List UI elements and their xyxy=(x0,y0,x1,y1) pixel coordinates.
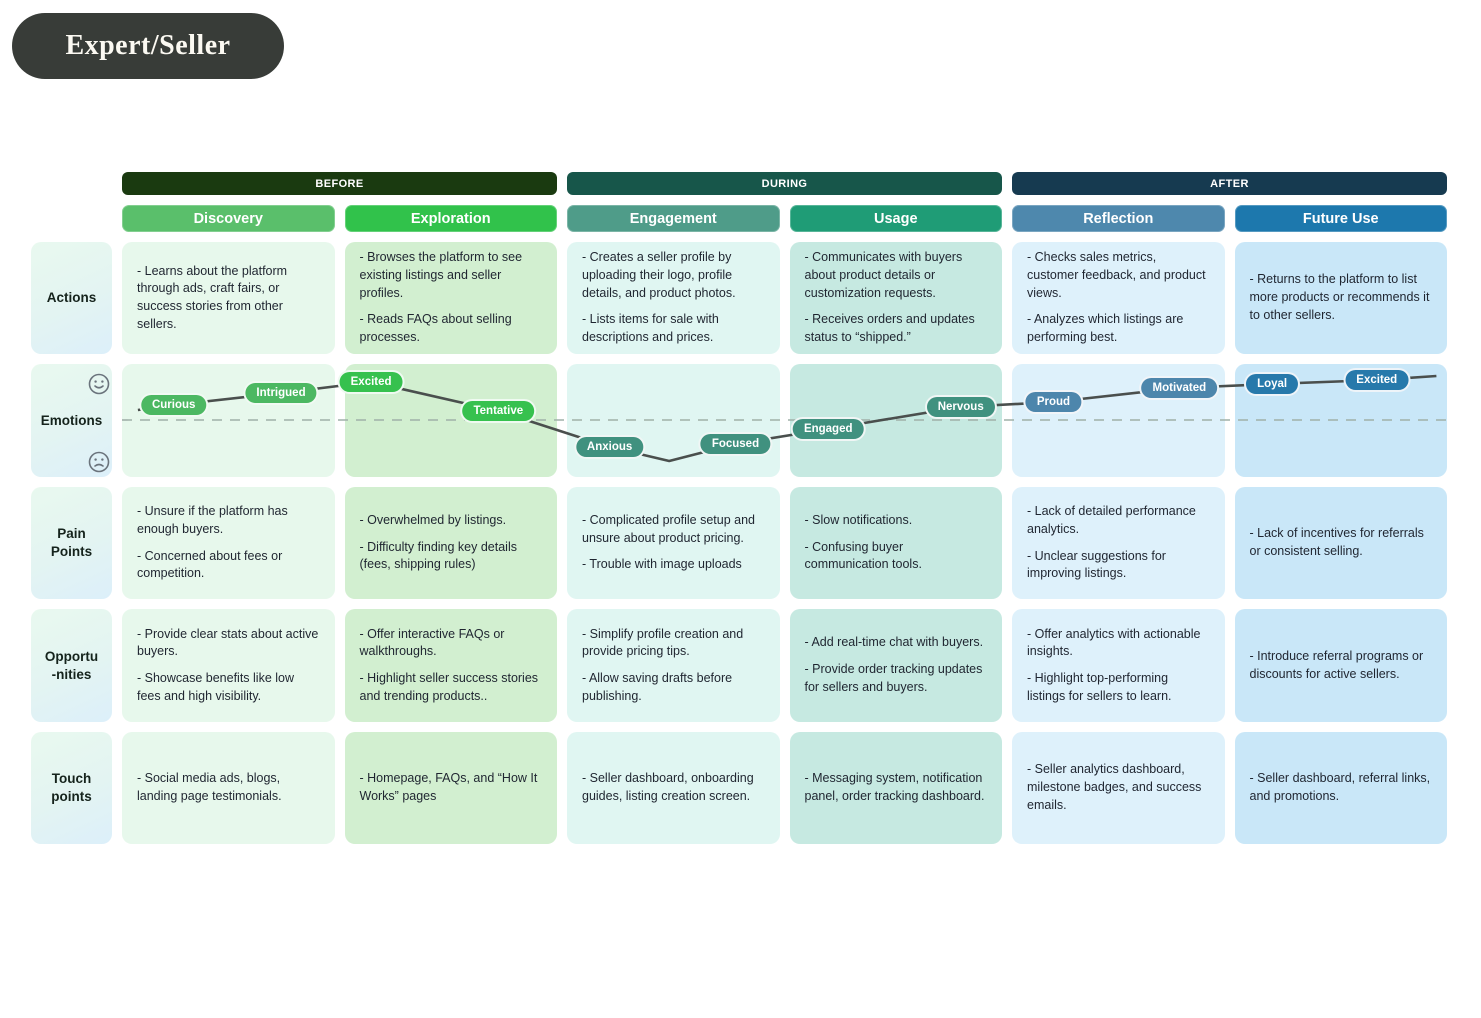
touch-discovery-cell: - Social media ads, blogs, landing page … xyxy=(122,732,335,844)
pain-engagement-cell: - Complicated profile setup and unsure a… xyxy=(567,487,780,599)
emotion-pill: Motivated xyxy=(1139,376,1220,400)
stage-reflection: Reflection xyxy=(1012,205,1225,232)
stage-discovery: Discovery xyxy=(122,205,335,232)
bullet-text: - Unsure if the platform has enough buye… xyxy=(137,504,288,536)
pain-reflection-cell: - Lack of detailed performance analytics… xyxy=(1012,487,1225,599)
bullet-text: - Social media ads, blogs, landing page … xyxy=(137,771,282,803)
emotion-pill: Engaged xyxy=(790,417,866,441)
bullet-text: - Returns to the platform to list more p… xyxy=(1249,272,1430,322)
persona-badge-label: Expert/Seller xyxy=(65,30,231,61)
bullet-text: - Messaging system, notification panel, … xyxy=(804,771,985,803)
emotion-pill: Proud xyxy=(1023,390,1084,414)
emotions-label: Emotions xyxy=(40,412,103,428)
phase-after: AFTER xyxy=(1012,172,1447,195)
phase-row-spacer xyxy=(31,172,112,195)
bullet-text: - Browses the platform to see existing l… xyxy=(359,250,523,300)
bullet-text: - Add real-time chat with buyers. xyxy=(804,635,984,650)
bullet-text: - Provide clear stats about active buyer… xyxy=(137,626,319,659)
bullet-text: - Difficulty finding key details (fees, … xyxy=(359,539,517,572)
bullet-text: - Unclear suggestions for improving list… xyxy=(1027,548,1166,581)
opportunities-future-use-cell: - Introduce referral programs or discoun… xyxy=(1234,609,1447,722)
emotion-pill: Excited xyxy=(337,370,405,394)
bullet-text: - Seller analytics dashboard, milestone … xyxy=(1027,762,1202,812)
bullet-text: - Lack of detailed performance analytics… xyxy=(1027,504,1196,536)
bullet-text: - Analyzes which listings are performing… xyxy=(1027,312,1184,345)
emotion-pill: Anxious xyxy=(573,435,646,459)
emotion-pill: Curious xyxy=(138,393,209,417)
row-label-pain-points: Pain Points xyxy=(31,487,112,599)
stage-row-spacer xyxy=(31,205,112,232)
pain-usage-cell: - Slow notifications. - Confusing buyer c… xyxy=(789,487,1002,599)
stage-engagement: Engagement xyxy=(567,205,780,232)
row-label-opportunities: Opportu -nities xyxy=(31,609,112,722)
sad-face-icon xyxy=(88,451,110,473)
bullet-text: - Offer interactive FAQs or walkthroughs… xyxy=(359,626,505,659)
stage-usage: Usage xyxy=(789,205,1002,232)
bullet-text: - Highlight top-performing listings for … xyxy=(1027,671,1172,703)
bullet-text: - Seller dashboard, onboarding guides, l… xyxy=(582,771,754,803)
phase-during: DURING xyxy=(567,172,1002,195)
touch-engagement-cell: - Seller dashboard, onboarding guides, l… xyxy=(567,732,780,844)
opportunities-usage-cell: - Add real-time chat with buyers. - Provi… xyxy=(789,609,1002,722)
touch-future-use-cell: - Seller dashboard, referral links, and … xyxy=(1234,732,1447,844)
bullet-text: - Creates a seller profile by uploading … xyxy=(582,250,736,300)
opportunities-engagement-cell: - Simplify profile creation and provide … xyxy=(567,609,780,722)
emotion-pill: Tentative xyxy=(460,399,537,423)
bullet-text: - Seller dashboard, referral links, and … xyxy=(1249,771,1431,803)
row-label-touch-points: Touch points xyxy=(31,732,112,844)
happy-face-icon xyxy=(88,373,110,395)
opportunities-exploration-cell: - Offer interactive FAQs or walkthroughs… xyxy=(344,609,557,722)
row-label-actions: Actions xyxy=(31,242,112,354)
opportunities-discovery-cell: - Provide clear stats about active buyer… xyxy=(122,609,335,722)
emotion-pill: Nervous xyxy=(924,395,997,419)
phase-before: BEFORE xyxy=(122,172,557,195)
touch-exploration-cell: - Homepage, FAQs, and “How It Works” pag… xyxy=(344,732,557,844)
touch-reflection-cell: - Seller analytics dashboard, milestone … xyxy=(1012,732,1225,844)
emotion-pill: Focused xyxy=(698,432,773,456)
emotion-pill: Intrigued xyxy=(243,381,319,405)
bullet-text: - Receives orders and updates status to … xyxy=(804,312,975,345)
bullet-text: - Introduce referral programs or discoun… xyxy=(1249,648,1424,681)
pain-future-use-cell: - Lack of incentives for referrals or co… xyxy=(1234,487,1447,599)
bullet-text: - Simplify profile creation and provide … xyxy=(582,626,744,659)
bullet-text: - Lists items for sale with descriptions… xyxy=(582,312,719,345)
bullet-text: - Complicated profile setup and unsure a… xyxy=(582,512,756,545)
bullet-text: - Allow saving drafts before publishing. xyxy=(582,671,733,703)
touch-usage-cell: - Messaging system, notification panel, … xyxy=(789,732,1002,844)
bullet-text: - Overwhelmed by listings. xyxy=(359,512,507,527)
bullet-text: - Slow notifications. xyxy=(804,512,913,527)
actions-engagement-cell: - Creates a seller profile by uploading … xyxy=(567,242,780,354)
bullet-text: - Confusing buyer communication tools. xyxy=(804,539,922,572)
bullet-text: - Highlight seller success stories and t… xyxy=(359,671,539,703)
bullet-text: - Provide order tracking updates for sel… xyxy=(804,662,983,694)
journey-map: BEFORE DURING AFTER Discovery Exploratio… xyxy=(31,172,1447,844)
bullet-text: - Learns about the platform through ads,… xyxy=(137,263,288,331)
actions-reflection-cell: - Checks sales metrics, customer feedbac… xyxy=(1012,242,1225,354)
actions-exploration-cell: - Browses the platform to see existing l… xyxy=(344,242,557,354)
actions-usage-cell: - Communicates with buyers about product… xyxy=(789,242,1002,354)
row-label-emotions: Emotions xyxy=(31,364,112,477)
bullet-text: - Reads FAQs about selling processes. xyxy=(359,312,512,345)
bullet-text: - Homepage, FAQs, and “How It Works” pag… xyxy=(359,771,538,803)
bullet-text: - Lack of incentives for referrals or co… xyxy=(1249,526,1424,558)
persona-badge: Expert/Seller xyxy=(12,13,284,79)
opportunities-reflection-cell: - Offer analytics with actionable insigh… xyxy=(1012,609,1225,722)
pain-discovery-cell: - Unsure if the platform has enough buye… xyxy=(122,487,335,599)
stage-future-use: Future Use xyxy=(1234,205,1447,232)
emotion-pill: Excited xyxy=(1343,368,1411,392)
bullet-text: - Checks sales metrics, customer feedbac… xyxy=(1027,250,1206,300)
emotion-pill: Loyal xyxy=(1244,372,1301,396)
stage-exploration: Exploration xyxy=(344,205,557,232)
bullet-text: - Trouble with image uploads xyxy=(582,557,742,572)
bullet-text: - Showcase benefits like low fees and hi… xyxy=(137,671,295,703)
actions-discovery-cell: - Learns about the platform through ads,… xyxy=(122,242,335,354)
bullet-text: - Concerned about fees or competition. xyxy=(137,548,283,581)
pain-exploration-cell: - Overwhelmed by listings. - Difficulty f… xyxy=(344,487,557,599)
actions-future-use-cell: - Returns to the platform to list more p… xyxy=(1234,242,1447,354)
bullet-text: - Offer analytics with actionable insigh… xyxy=(1027,626,1201,659)
bullet-text: - Communicates with buyers about product… xyxy=(804,250,963,300)
